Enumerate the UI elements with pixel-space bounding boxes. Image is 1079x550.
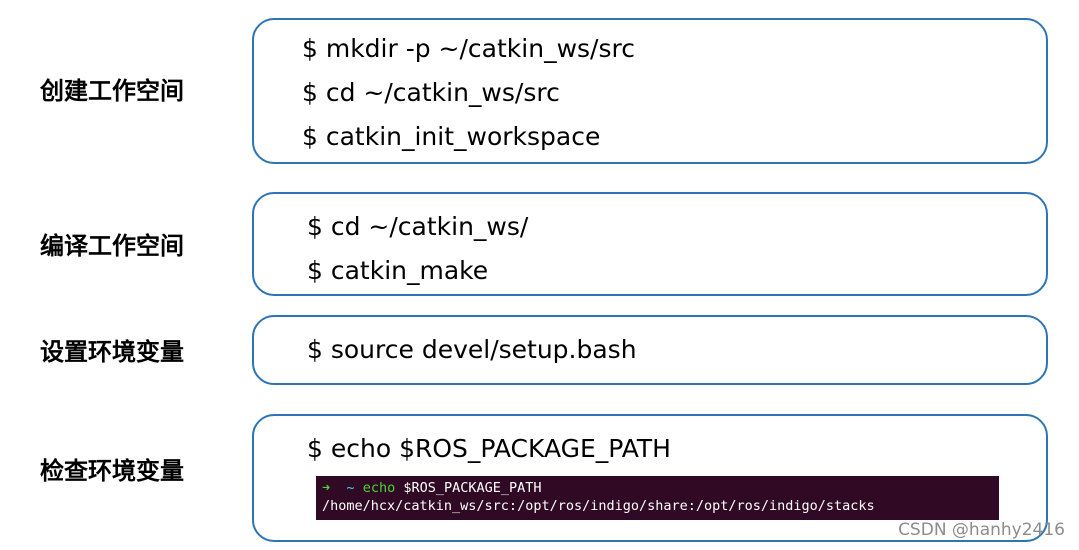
prompt-arrow-icon: ➜ — [322, 480, 331, 496]
step-box-create-workspace — [252, 18, 1048, 164]
command-line: $ catkin_make — [307, 256, 489, 285]
terminal-command: echo — [362, 480, 396, 496]
terminal-argument: $ROS_PACKAGE_PATH — [403, 480, 542, 496]
watermark: CSDN @hanhy2416 — [898, 520, 1065, 540]
prompt-dir: ~ — [346, 480, 355, 496]
command-line: $ catkin_init_workspace — [302, 122, 601, 151]
terminal-prompt-line: ➜ ~ echo $ROS_PACKAGE_PATH — [322, 479, 993, 497]
terminal-screenshot: ➜ ~ echo $ROS_PACKAGE_PATH /home/hcx/cat… — [316, 476, 999, 520]
command-line: $ source devel/setup.bash — [307, 335, 637, 364]
step-label-build-workspace: 编译工作空间 — [40, 232, 184, 260]
step-box-build-workspace — [252, 192, 1048, 296]
command-line: $ echo $ROS_PACKAGE_PATH — [307, 434, 671, 463]
step-box-set-env — [252, 315, 1048, 385]
step-label-create-workspace: 创建工作空间 — [40, 77, 184, 105]
terminal-output: /home/hcx/catkin_ws/src:/opt/ros/indigo/… — [322, 498, 875, 514]
command-line: $ cd ~/catkin_ws/src — [302, 78, 560, 107]
command-line: $ mkdir -p ~/catkin_ws/src — [302, 34, 635, 63]
command-line: $ cd ~/catkin_ws/ — [307, 212, 529, 241]
step-label-check-env: 检查环境变量 — [40, 457, 184, 485]
step-label-set-env: 设置环境变量 — [40, 338, 184, 366]
